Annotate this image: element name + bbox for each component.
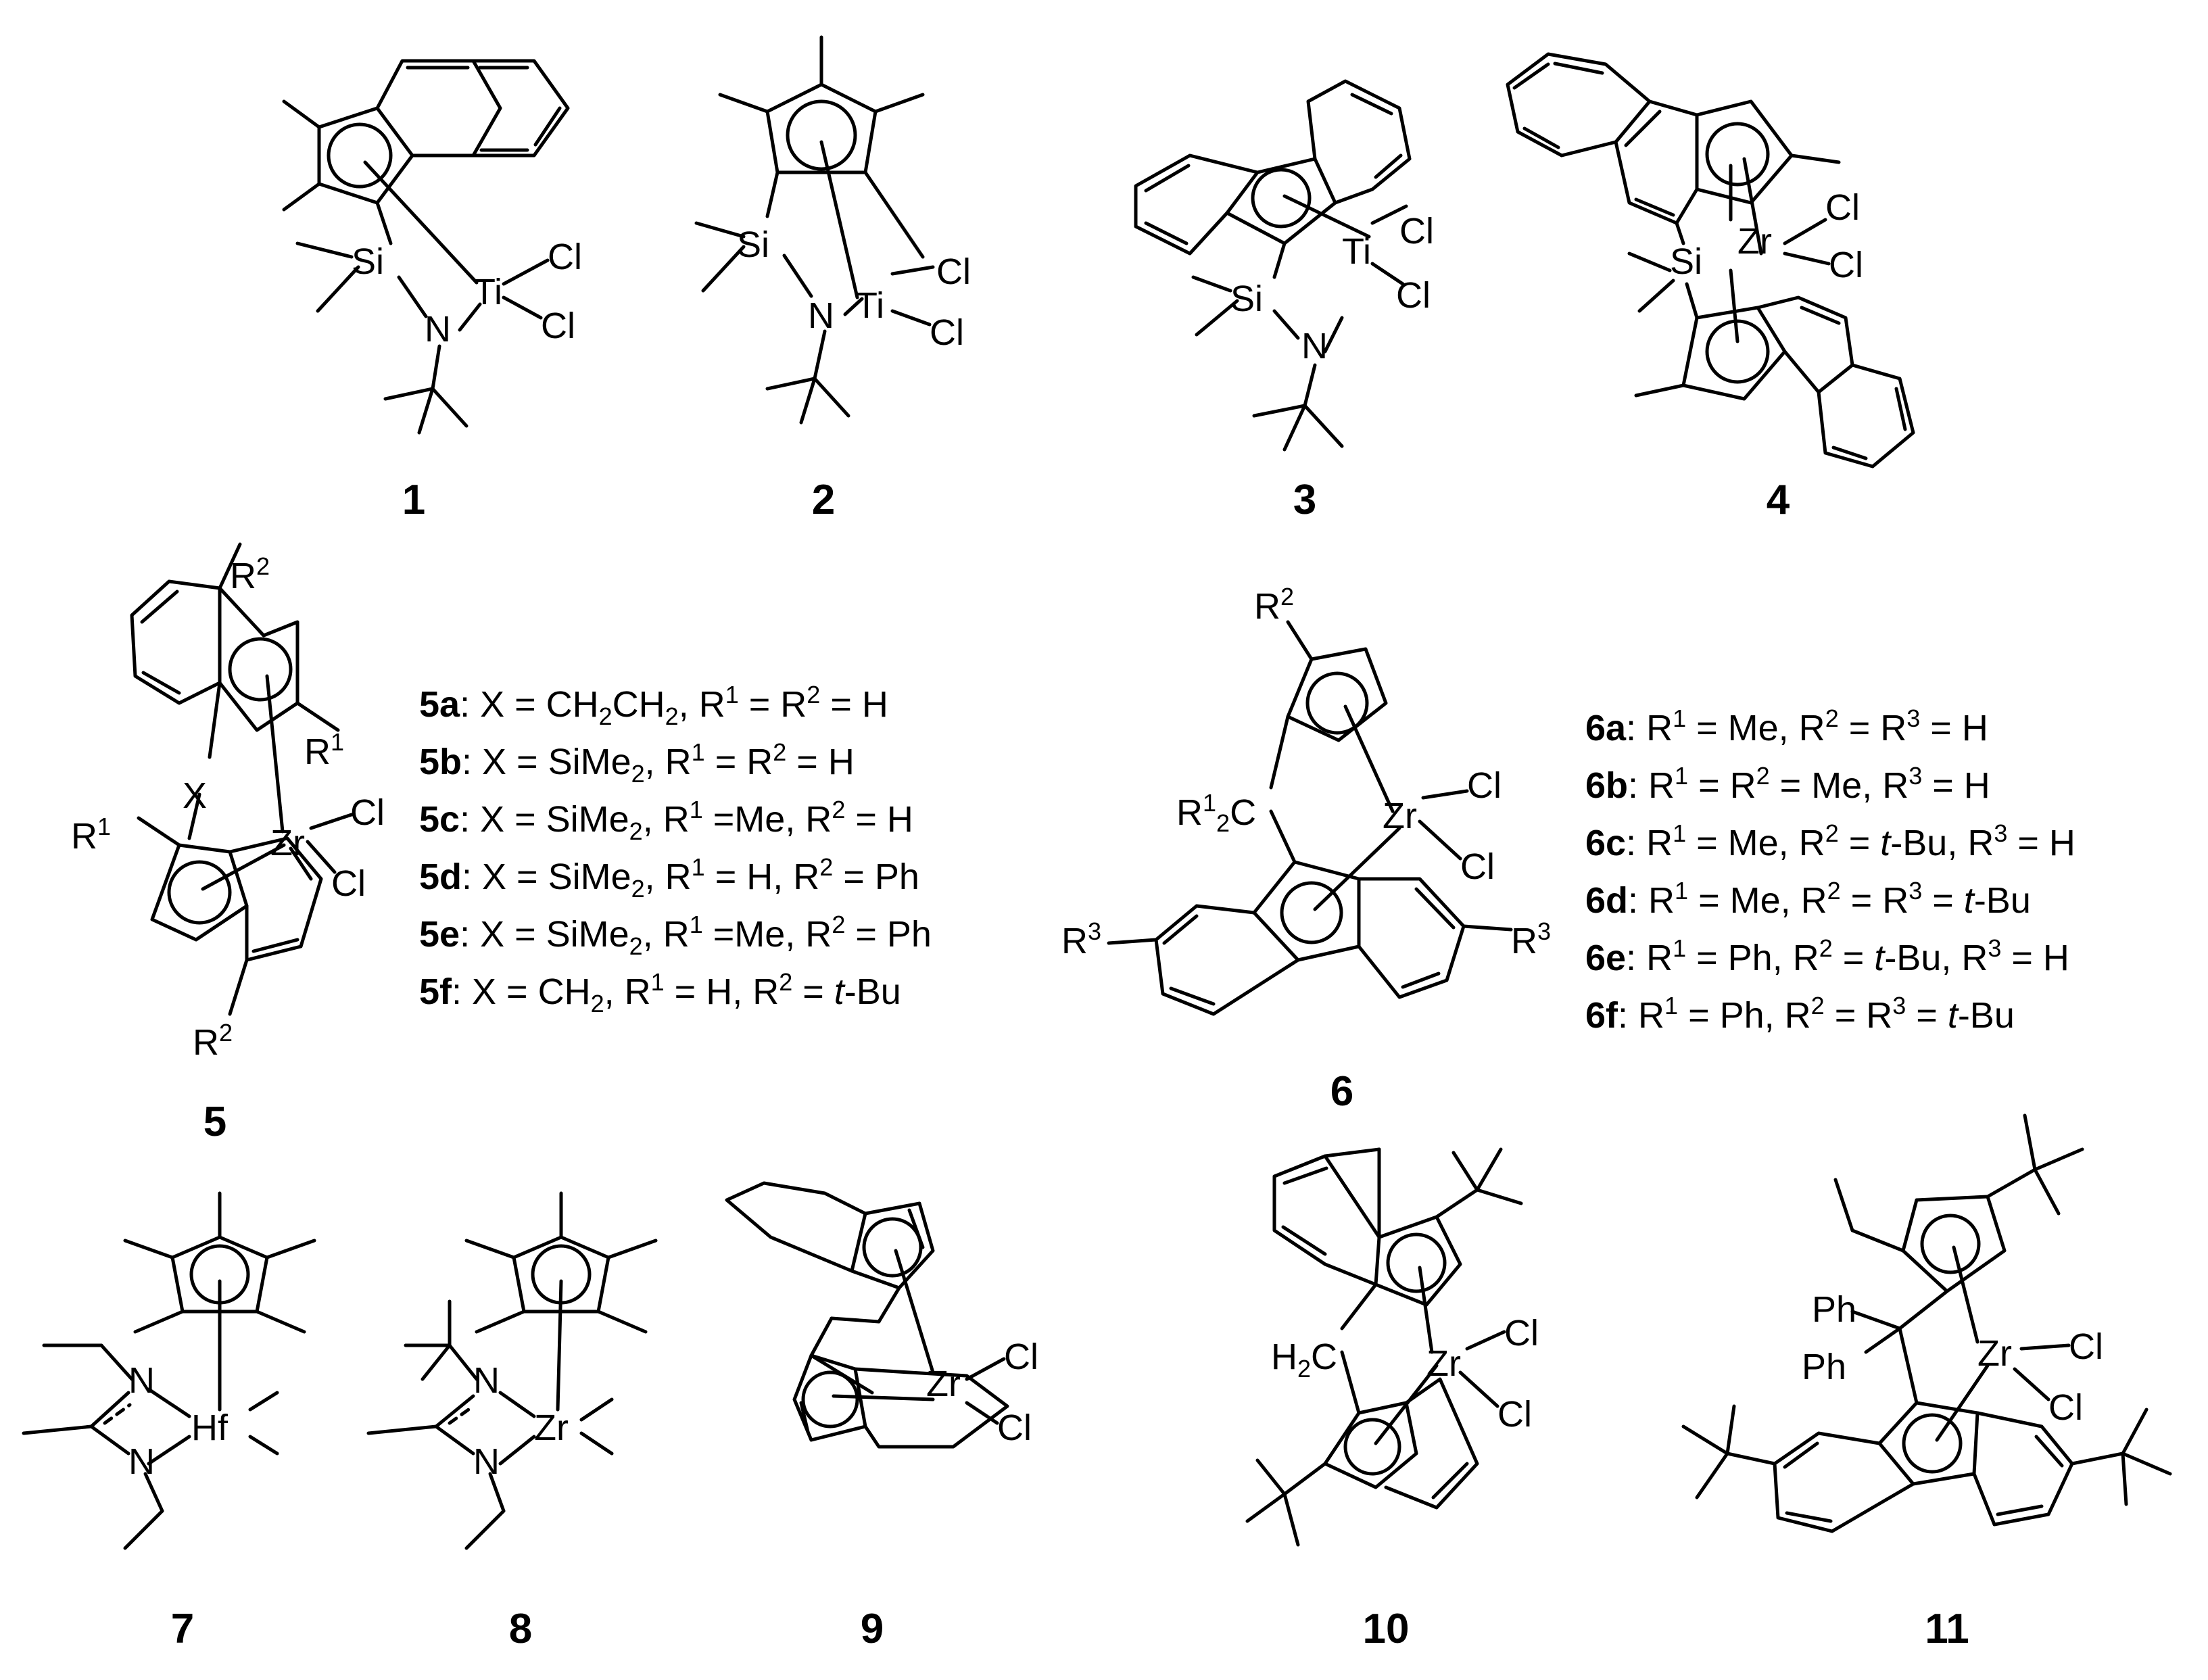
atom-x: X <box>183 775 207 816</box>
legend-6c: 6c: R1 = Me, R2 = t-Bu, R3 = H <box>1585 819 2075 863</box>
atom-cl: Cl <box>1825 187 1860 228</box>
atom-zr: Zr <box>270 823 305 863</box>
atom-cl: Cl <box>1460 846 1495 887</box>
atom-ti: Ti <box>855 285 884 326</box>
atom-n: N <box>425 309 451 350</box>
legend-5f: 5f: X = CH2, R1 = H, R2 = t-Bu <box>419 968 901 1017</box>
legend-6d: 6d: R1 = Me, R2 = R3 = t-Bu <box>1585 877 2031 921</box>
atom-cl: Cl <box>2069 1326 2103 1367</box>
atom-si: Si <box>737 224 769 265</box>
label-r1: R1 <box>304 728 344 772</box>
atom-n: N <box>808 295 834 336</box>
compound-number: 7 <box>171 1606 194 1652</box>
atom-cl: Cl <box>1399 211 1434 251</box>
compound-number: 3 <box>1293 477 1316 523</box>
label-r3: R3 <box>1511 917 1551 961</box>
atom-zr: Zr <box>534 1408 569 1448</box>
legend-5c: 5c: X = SiMe2, R1 =Me, R2 = H <box>419 796 913 845</box>
atom-hf: Hf <box>191 1408 229 1448</box>
label-h2c: H2C <box>1271 1337 1337 1383</box>
legend-6b: 6b: R1 = R2 = Me, R3 = H <box>1585 762 1990 806</box>
legend-5d: 5d: X = SiMe2, R1 = H, R2 = Ph <box>419 853 919 903</box>
compound-number: 2 <box>812 477 835 523</box>
atom-ti: Ti <box>473 272 502 312</box>
compound-number: 4 <box>1767 477 1790 523</box>
atom-zr: Zr <box>1737 221 1772 262</box>
atom-ti: Ti <box>1342 231 1371 272</box>
legend-5e: 5e: X = SiMe2, R1 =Me, R2 = Ph <box>419 911 932 960</box>
atom-si: Si <box>1670 241 1702 282</box>
atom-cl: Cl <box>1396 275 1431 316</box>
label-r3: R3 <box>1061 917 1101 961</box>
atom-zr: Zr <box>1426 1343 1461 1384</box>
atom-cl: Cl <box>997 1408 1032 1448</box>
compound-number: 5 <box>203 1099 226 1145</box>
atom-cl: Cl <box>350 792 385 833</box>
compound-number: 10 <box>1363 1606 1410 1652</box>
label-r2: R2 <box>193 1019 233 1063</box>
compound-number: 9 <box>861 1606 884 1652</box>
legend-5a: 5a: X = CH2CH2, R1 = R2 = H <box>419 681 888 730</box>
atom-cl: Cl <box>1467 765 1502 806</box>
label-ph: Ph <box>1812 1289 1856 1330</box>
compound-9: Zr Cl Cl 9 <box>725 1181 1038 1652</box>
atom-cl: Cl <box>548 237 582 277</box>
atom-cl: Cl <box>331 863 366 904</box>
legend-5: 5a: X = CH2CH2, R1 = R2 = H 5b: X = SiMe… <box>419 681 932 1017</box>
compound-7: N N Hf 7 <box>22 1191 316 1652</box>
compound-number: 8 <box>509 1606 532 1652</box>
compound-8: N N Zr 8 <box>366 1191 658 1652</box>
atom-cl: Cl <box>936 251 971 292</box>
compound-number: 1 <box>402 477 425 523</box>
legend-6: 6a: R1 = Me, R2 = R3 = H 6b: R1 = R2 = M… <box>1585 704 2075 1036</box>
atom-zr: Zr <box>1383 796 1417 836</box>
atom-cl: Cl <box>1497 1394 1532 1435</box>
legend-5b: 5b: X = SiMe2, R1 = R2 = H <box>419 738 855 788</box>
compound-1: Si Ti Cl Cl N 1 <box>282 59 582 523</box>
atom-si: Si <box>1230 279 1263 319</box>
atom-cl: Cl <box>930 312 964 353</box>
label-r2: R2 <box>1254 583 1294 627</box>
label-r1: R1 <box>71 813 111 857</box>
label-r1-2c: R12C <box>1176 789 1256 837</box>
atom-n: N <box>473 1441 500 1482</box>
atom-n: N <box>473 1360 500 1401</box>
compound-11: Ph Ph Zr Cl Cl 11 <box>1681 1113 2172 1652</box>
compound-3: Si Ti Cl Cl N 3 <box>1134 79 1434 523</box>
atom-zr: Zr <box>1977 1333 2012 1374</box>
compound-10: H2C Zr Cl Cl 10 <box>1245 1147 1539 1652</box>
atom-cl: Cl <box>1829 245 1863 285</box>
atom-cl: Cl <box>2048 1387 2083 1428</box>
compound-2: Si Ti Cl Cl N 2 <box>694 35 971 523</box>
atom-cl: Cl <box>1004 1337 1038 1377</box>
compound-number: 6 <box>1330 1068 1353 1115</box>
atom-zr: Zr <box>926 1364 961 1404</box>
compound-4: Si Zr Cl Cl 4 <box>1506 52 1915 523</box>
compound-5: R2 R1 X Zr Cl Cl R1 R2 5 <box>71 542 385 1145</box>
atom-si: Si <box>352 241 384 282</box>
compound-number: 11 <box>1925 1606 1969 1652</box>
label-ph: Ph <box>1802 1347 1846 1387</box>
atom-n: N <box>1301 326 1328 366</box>
compound-6: R2 R12C Zr Cl Cl R3 R3 6 <box>1061 583 1551 1115</box>
atom-cl: Cl <box>1504 1313 1539 1353</box>
atom-n: N <box>128 1360 155 1401</box>
legend-6a: 6a: R1 = Me, R2 = R3 = H <box>1585 704 1988 748</box>
legend-6e: 6e: R1 = Ph, R2 = t-Bu, R3 = H <box>1585 934 2069 978</box>
label-r2: R2 <box>230 552 270 596</box>
atom-n: N <box>128 1441 155 1482</box>
legend-6f: 6f: R1 = Ph, R2 = R3 = t-Bu <box>1585 992 2015 1036</box>
atom-cl: Cl <box>541 306 575 346</box>
